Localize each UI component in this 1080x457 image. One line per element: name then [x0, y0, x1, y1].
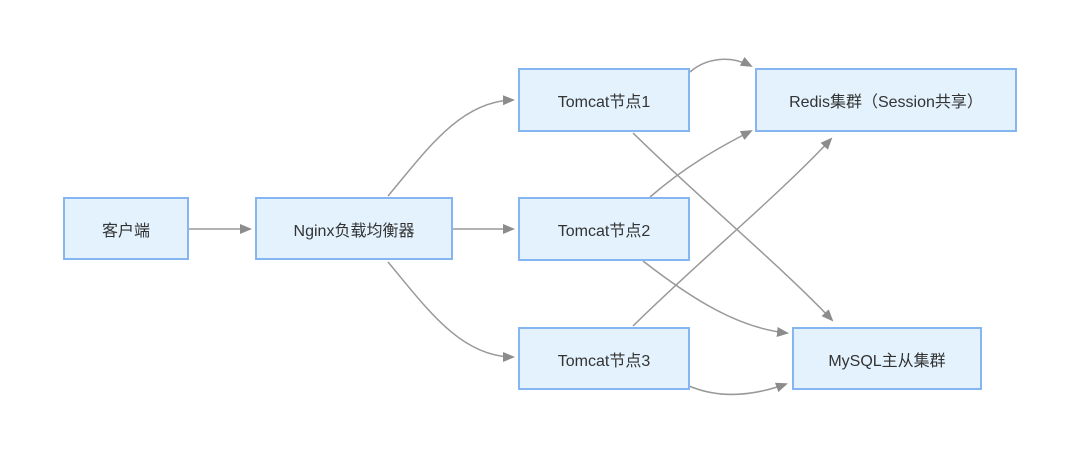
edge-tomcat2-redis	[649, 130, 753, 198]
node-client-label: 客户端	[101, 222, 150, 240]
node-tomcat-1-label: Tomcat节点1	[557, 94, 651, 111]
node-tomcat-1: Tomcat节点1	[518, 68, 690, 132]
node-tomcat-3-label: Tomcat节点3	[557, 352, 651, 370]
node-nginx-label: Nginx负载均衡器	[293, 222, 415, 240]
edge-tomcat1-redis	[689, 56, 753, 73]
node-mysql-cluster: MySQL主从集群	[792, 327, 982, 390]
edge-tomcat3-redis	[632, 137, 833, 327]
node-tomcat-2-label: Tomcat节点2	[557, 223, 651, 240]
node-tomcat-2: Tomcat节点2	[518, 197, 690, 261]
node-nginx-load-balancer: Nginx负载均衡器	[255, 197, 453, 260]
edge-nginx-tomcat1	[387, 95, 515, 197]
edge-nginx-tomcat3	[387, 261, 515, 362]
node-tomcat-3: Tomcat节点3	[518, 327, 690, 390]
node-client: 客户端	[63, 197, 189, 260]
node-mysql-label: MySQL主从集群	[828, 352, 946, 370]
edge-tomcat2-mysql	[642, 260, 789, 337]
edge-tomcat3-mysql	[688, 382, 788, 396]
node-redis-cluster: Redis集群（Session共享）	[755, 68, 1017, 132]
edge-tomcat1-mysql	[632, 132, 834, 322]
node-redis-label: Redis集群（Session共享）	[789, 94, 983, 111]
